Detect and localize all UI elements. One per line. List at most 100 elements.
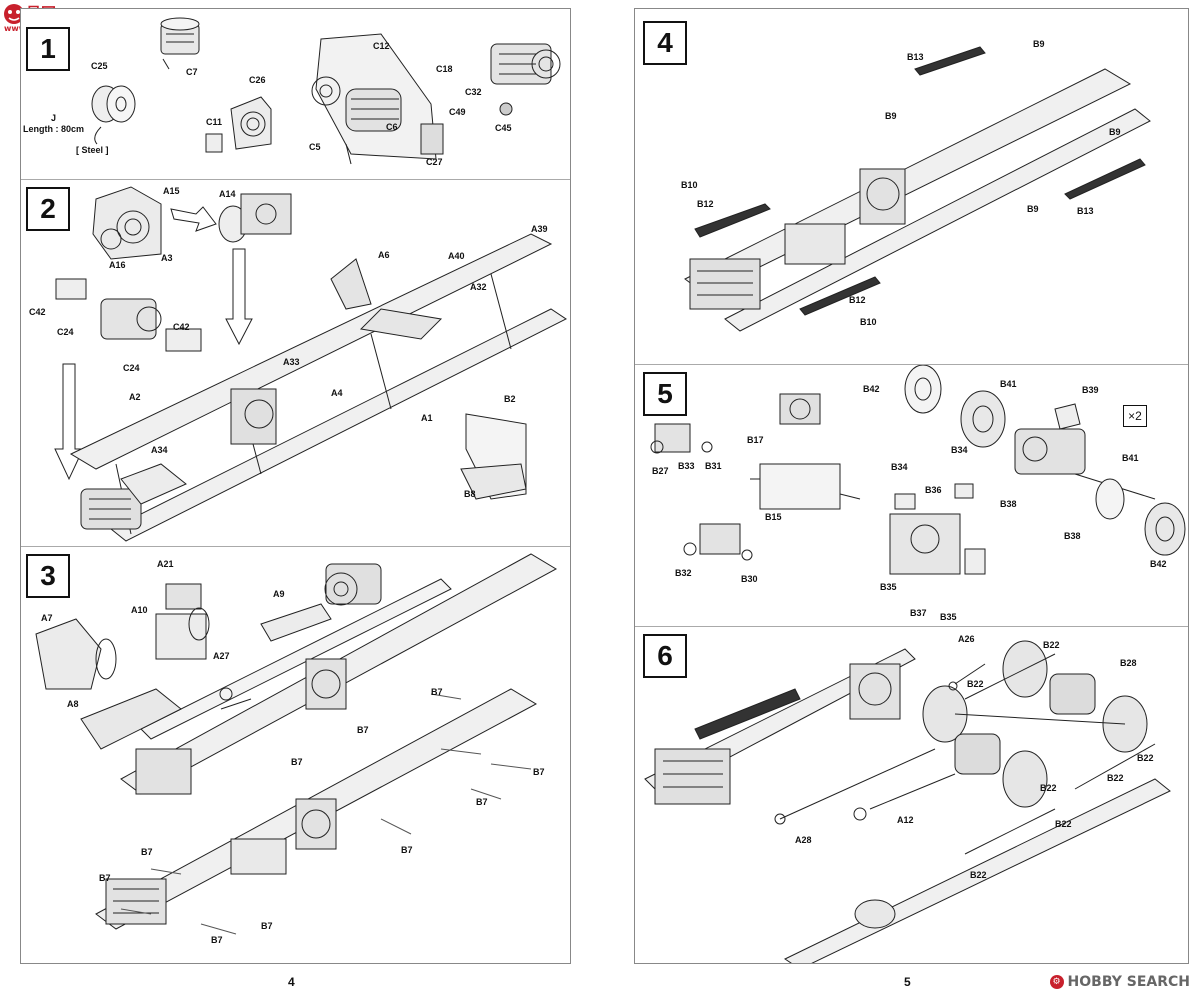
part-label: C32: [465, 87, 482, 97]
part-label: B35: [940, 612, 957, 622]
part-label: B35: [880, 582, 897, 592]
gear-icon: ⚙: [1049, 975, 1064, 989]
down-arrow-1: [225, 248, 253, 346]
driveshaft-a28: [774, 748, 936, 825]
part-label: B13: [1077, 206, 1094, 216]
part-label: B9: [1033, 39, 1045, 49]
front-winch-a34: [80, 463, 187, 530]
driveshaft-a12: [853, 773, 956, 821]
part-label: A27: [213, 651, 230, 661]
part-label: B7: [401, 845, 413, 855]
part-label: C27: [426, 157, 443, 167]
chassis-frame-step3-lower: [95, 688, 538, 930]
leaf-spring-b12: [694, 46, 1146, 316]
part-label: B7: [431, 687, 443, 697]
part-label: B22: [1055, 819, 1072, 829]
part-label: C26: [249, 75, 266, 85]
part-label: B9: [885, 111, 897, 121]
step-divider: [635, 626, 1188, 627]
part-label: C24: [123, 363, 140, 373]
part-label: B12: [697, 199, 714, 209]
step-5-marker: 5: [643, 372, 687, 416]
part-label: B22: [970, 870, 987, 880]
chassis-step6-upper: [644, 648, 916, 805]
housing-c26: [230, 96, 272, 150]
part-label: B41: [1122, 453, 1139, 463]
part-label: C49: [449, 107, 466, 117]
step-divider: [635, 364, 1188, 365]
part-label: B7: [211, 935, 223, 945]
part-label: B2: [504, 394, 516, 404]
part-label: A6: [378, 250, 390, 260]
part-label: B17: [747, 435, 764, 445]
chassis-frame-a1: [69, 233, 567, 542]
part-label: A32: [470, 282, 487, 292]
part-label: C45: [495, 123, 512, 133]
part-label: B7: [476, 797, 488, 807]
step-6-marker: 6: [643, 634, 687, 678]
bogie-b35: [889, 483, 986, 575]
part-label: B22: [1107, 773, 1124, 783]
part-label: C25: [91, 61, 108, 71]
part-label: A8: [67, 699, 79, 709]
part-label: B33: [678, 461, 695, 471]
step-1-marker: 1: [26, 27, 70, 71]
part-label: B37: [910, 608, 927, 618]
part-label: C7: [186, 67, 198, 77]
radiator-a7: [35, 618, 117, 690]
transfer-case-a15: [92, 186, 162, 260]
diff-b33: [650, 423, 713, 454]
part-label: B8: [464, 489, 476, 499]
rear-axle-assembly: [922, 640, 1156, 855]
part-label: C12: [373, 41, 390, 51]
part-label: B34: [951, 445, 968, 455]
watermark-brand-text: HOBBY SEARCH: [1067, 974, 1190, 990]
chassis-step6-lower: [783, 778, 1171, 963]
part-label: [ Steel ]: [76, 145, 109, 155]
part-label: B36: [925, 485, 942, 495]
part-label: A33: [283, 357, 300, 367]
winch-c32: [490, 43, 561, 116]
chassis-frame-step3-upper: [80, 553, 558, 795]
part-label: A2: [129, 392, 141, 402]
part-label: C18: [436, 64, 453, 74]
part-label: A16: [109, 260, 126, 270]
arrow-a14: [170, 206, 217, 232]
winch-assembly-c12: [311, 33, 444, 165]
driveshaft-a26: [948, 663, 986, 691]
part-label: B27: [652, 466, 669, 476]
down-arrow-2: [54, 363, 84, 481]
part-label: B7: [141, 847, 153, 857]
part-label: J: [51, 113, 57, 123]
part-label: B42: [1150, 559, 1167, 569]
gearbox-b17: [750, 393, 861, 510]
part-label: B7: [357, 725, 369, 735]
winch-c24: [55, 278, 202, 352]
part-label: C5: [309, 142, 321, 152]
part-label: B31: [705, 461, 722, 471]
step-divider: [21, 179, 570, 180]
part-label: B15: [765, 512, 782, 522]
step-2-marker: 2: [26, 187, 70, 231]
left-page-drawings: [35, 17, 567, 935]
instruction-page-right: 4 5 6 ×2 B13 B9 B9 B9 B9 B10 B12 B13 B12…: [634, 8, 1189, 964]
plate-c11: [205, 133, 223, 153]
part-label: B32: [675, 568, 692, 578]
part-label: A12: [897, 815, 914, 825]
part-label: B39: [1082, 385, 1099, 395]
axle-b39: [1014, 403, 1156, 500]
part-label: B22: [1040, 783, 1057, 793]
part-label: C42: [173, 322, 190, 332]
part-label: B7: [261, 921, 273, 931]
part-label: C24: [57, 327, 74, 337]
part-label: A15: [163, 186, 180, 196]
part-label: A26: [958, 634, 975, 644]
step-4-marker: 4: [643, 21, 687, 65]
part-label: A1: [421, 413, 433, 423]
part-label: B38: [1064, 531, 1081, 541]
part-label: B38: [1000, 499, 1017, 509]
part-label: B9: [1109, 127, 1121, 137]
part-label: A40: [448, 251, 465, 261]
bolts-b7: [120, 693, 532, 935]
part-label: B10: [681, 180, 698, 190]
